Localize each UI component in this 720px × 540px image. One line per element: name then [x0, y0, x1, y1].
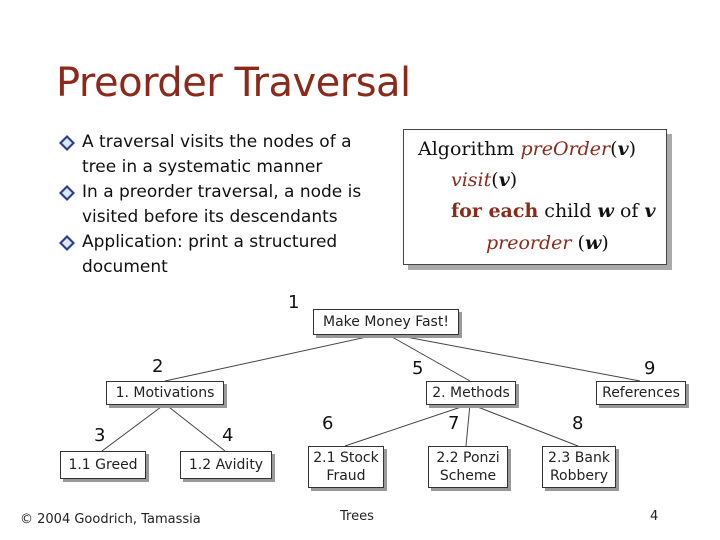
visit-order-number: 8 — [572, 413, 584, 434]
bullet-text: Application: print a structured document — [82, 232, 338, 277]
algorithm-line-4: preorder (w) — [486, 232, 609, 254]
slide-title: Preorder Traversal — [56, 60, 411, 106]
algorithm-line-3: for each child w of v — [451, 200, 656, 222]
visit-order-number: 1 — [288, 292, 300, 313]
bullet-item: In a preorder traversal, a node is visit… — [56, 180, 386, 230]
visit-order-number: 5 — [412, 358, 424, 379]
tree-edge — [384, 332, 471, 382]
tree-node: 1.1 Greed — [60, 451, 146, 479]
tree-node: References — [596, 381, 686, 405]
tree-edge — [164, 332, 386, 382]
footer-copyright: © 2004 Goodrich, Tamassia — [20, 512, 201, 527]
tree-edge — [101, 403, 166, 452]
tree-node: 2.3 Bank Robbery — [542, 446, 616, 488]
visit-order-number: 3 — [94, 425, 106, 446]
tree-edge — [465, 403, 471, 447]
tree-node-root: Make Money Fast! — [313, 309, 459, 335]
diamond-bullet-icon — [59, 135, 75, 151]
bullet-list: A traversal visits the nodes of a tree i… — [56, 130, 386, 280]
algorithm-box: Algorithm preOrder(v) visit(v) for each … — [403, 129, 667, 265]
page-number: 4 — [650, 509, 659, 524]
tree-edge — [384, 332, 641, 382]
tree-edge-group — [101, 332, 641, 452]
bullet-item: Application: print a structured document — [56, 230, 386, 280]
bullet-text: A traversal visits the nodes of a tree i… — [82, 132, 352, 177]
footer-center: Trees — [340, 509, 374, 524]
visit-order-number: 6 — [322, 413, 334, 434]
visit-order-number: 9 — [644, 358, 656, 379]
algorithm-line-2: visit(v) — [451, 169, 518, 191]
tree-node: 1.2 Avidity — [180, 451, 272, 479]
bullet-text: In a preorder traversal, a node is visit… — [82, 182, 362, 227]
visit-order-number: 4 — [222, 425, 234, 446]
visit-order-number: 2 — [152, 356, 164, 377]
algorithm-line-1: Algorithm preOrder(v) — [418, 138, 637, 160]
tree-node: 2.2 Ponzi Scheme — [428, 446, 508, 488]
bullet-item: A traversal visits the nodes of a tree i… — [56, 130, 386, 180]
tree-edge — [164, 403, 226, 452]
diamond-bullet-icon — [59, 235, 75, 251]
tree-edge — [469, 403, 579, 447]
tree-node: 1. Motivations — [106, 381, 224, 405]
tree-node: 2. Methods — [426, 381, 516, 405]
visit-order-number: 7 — [448, 413, 460, 434]
diamond-bullet-icon — [59, 185, 75, 201]
tree-edge — [344, 403, 471, 447]
tree-node: 2.1 Stock Fraud — [308, 446, 384, 488]
